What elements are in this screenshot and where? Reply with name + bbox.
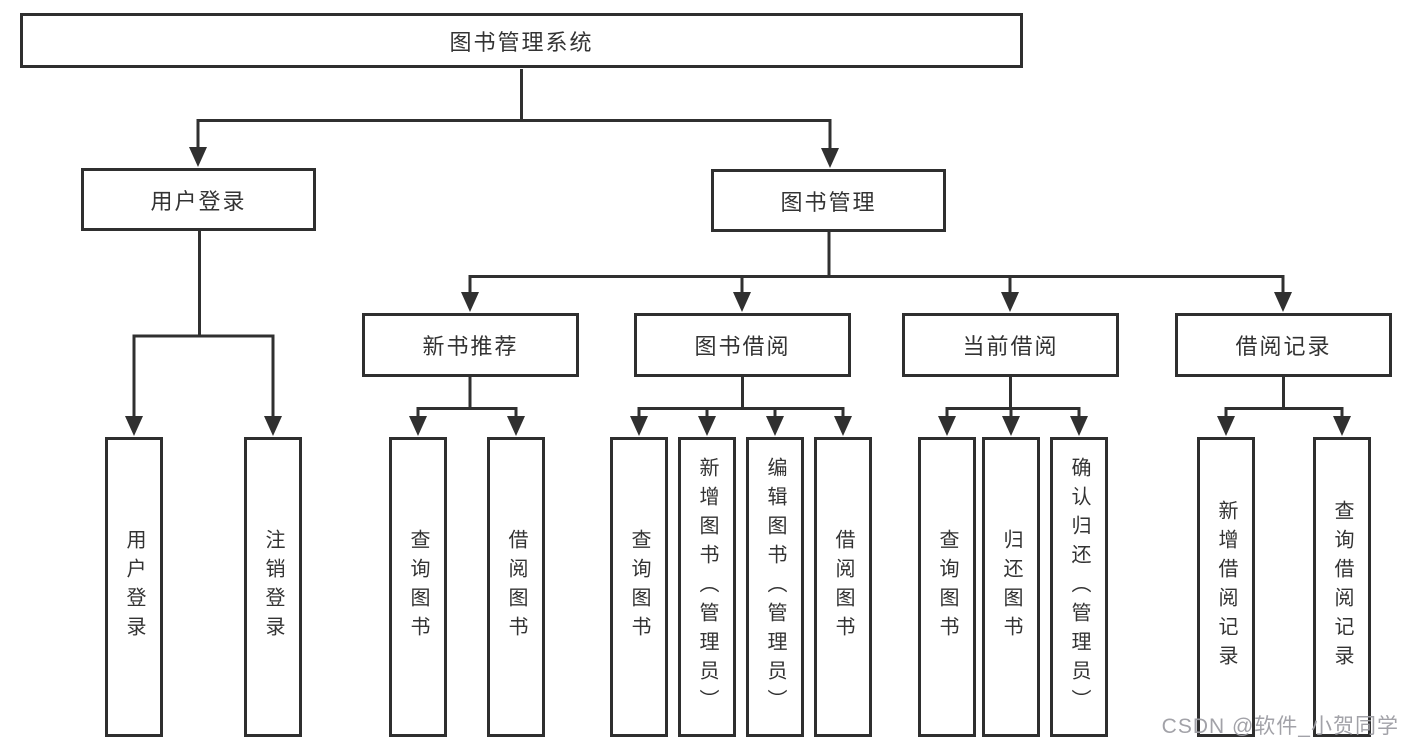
leaf-query-book-recommend: 查询图书 bbox=[389, 437, 447, 737]
connector-book-borrow-to-leaves bbox=[630, 377, 852, 436]
node-current-borrow: 当前借阅 bbox=[902, 313, 1119, 377]
connector-borrow-record-to-leaves bbox=[1217, 377, 1351, 436]
leaf-borrow-book-recommend: 借阅图书 bbox=[487, 437, 545, 737]
leaf-return-book: 归还图书 bbox=[982, 437, 1040, 737]
node-book-borrow: 图书借阅 bbox=[634, 313, 851, 377]
connector-root-to-level2 bbox=[189, 69, 839, 168]
node-user-login: 用户登录 bbox=[81, 168, 316, 231]
leaf-add-book-admin: 新增图书（管理员） bbox=[678, 437, 736, 737]
leaf-edit-book-admin: 编辑图书（管理员） bbox=[746, 437, 804, 737]
leaf-logout: 注销登录 bbox=[244, 437, 302, 737]
connector-book-management-to-level3 bbox=[461, 232, 1292, 312]
leaf-query-book-borrow: 查询图书 bbox=[610, 437, 668, 737]
node-root-system: 图书管理系统 bbox=[20, 13, 1023, 68]
leaf-user-login: 用户登录 bbox=[105, 437, 163, 737]
connector-new-book-to-leaves bbox=[409, 377, 525, 436]
node-book-management: 图书管理 bbox=[711, 169, 946, 232]
connector-user-login-to-leaves bbox=[125, 231, 282, 436]
leaf-query-book-current: 查询图书 bbox=[918, 437, 976, 737]
leaf-confirm-return-admin: 确认归还（管理员） bbox=[1050, 437, 1108, 737]
node-borrow-records: 借阅记录 bbox=[1175, 313, 1392, 377]
csdn-watermark: CSDN @软件_小贺同学 bbox=[1161, 715, 1399, 738]
node-new-book-recommend: 新书推荐 bbox=[362, 313, 579, 377]
leaf-borrow-book: 借阅图书 bbox=[814, 437, 872, 737]
connector-current-borrow-to-leaves bbox=[938, 377, 1088, 436]
leaf-query-borrow-record: 查询借阅记录 bbox=[1313, 437, 1371, 737]
leaf-add-borrow-record: 新增借阅记录 bbox=[1197, 437, 1255, 737]
